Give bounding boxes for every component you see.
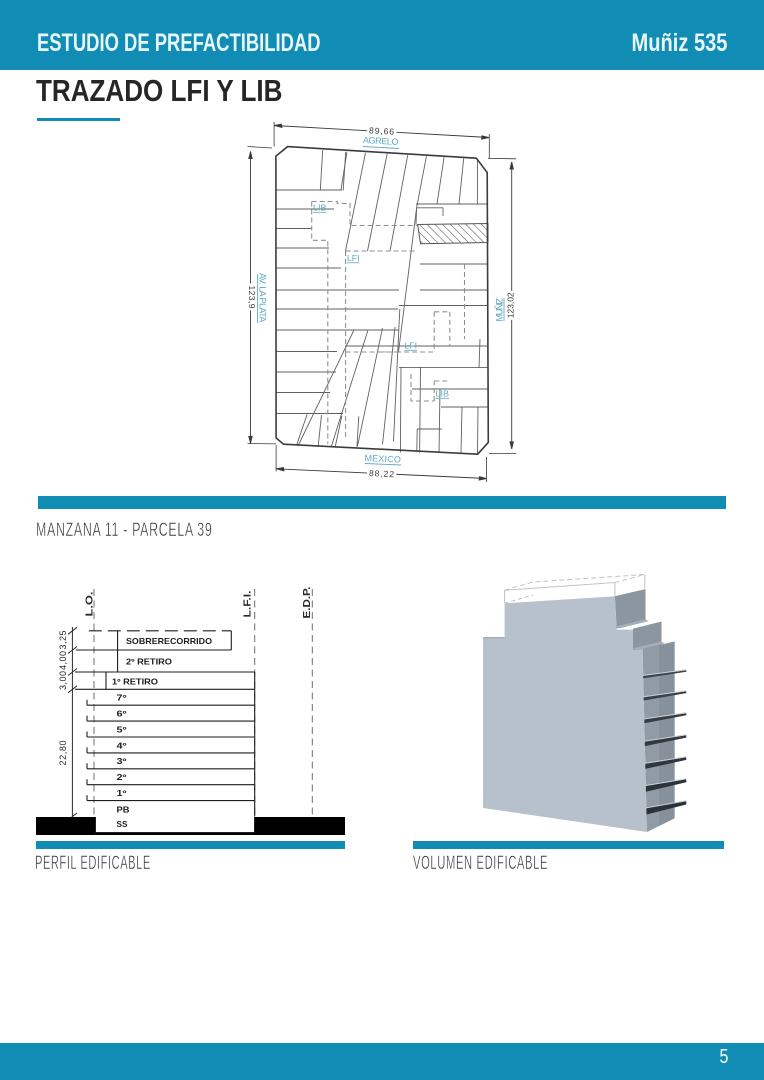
svg-text:6º: 6º [117, 710, 127, 719]
svg-text:7º: 7º [117, 694, 127, 703]
svg-text:2º RETIRO: 2º RETIRO [126, 657, 173, 666]
svg-text:3º: 3º [117, 757, 127, 766]
svg-text:LFI: LFI [405, 342, 418, 351]
svg-text:1º RETIRO: 1º RETIRO [112, 677, 159, 686]
svg-text:123,9: 123,9 [247, 286, 257, 309]
svg-text:MEXICO: MEXICO [364, 453, 401, 465]
svg-text:PB: PB [117, 805, 130, 814]
svg-text:2º: 2º [117, 773, 127, 782]
svg-text:88,22: 88,22 [369, 468, 395, 479]
svg-text:123,02: 123,02 [505, 292, 515, 318]
svg-text:4,00: 4,00 [58, 651, 68, 670]
svg-text:LIB: LIB [436, 390, 450, 399]
svg-text:AV. LA PLATA: AV. LA PLATA [258, 273, 268, 323]
svg-text:4º: 4º [117, 741, 127, 750]
svg-text:L.F.I.: L.F.I. [242, 590, 253, 617]
svg-text:1º: 1º [117, 789, 127, 798]
svg-text:LFI: LFI [347, 254, 360, 263]
svg-text:L.O.: L.O. [85, 591, 96, 616]
svg-text:22,80: 22,80 [58, 741, 68, 766]
svg-text:3,00: 3,00 [58, 671, 68, 690]
svg-text:5º: 5º [117, 725, 127, 734]
svg-text:89,66: 89,66 [369, 125, 395, 136]
svg-text:E.D.P.: E.D.P. [302, 586, 313, 618]
svg-text:SOBRERECORRIDO: SOBRERECORRIDO [126, 637, 213, 646]
svg-text:MUÑIZ: MUÑIZ [495, 298, 505, 322]
svg-text:LIB: LIB [313, 204, 327, 213]
svg-text:AGRELO: AGRELO [363, 135, 400, 147]
svg-text:3,25: 3,25 [58, 631, 68, 650]
